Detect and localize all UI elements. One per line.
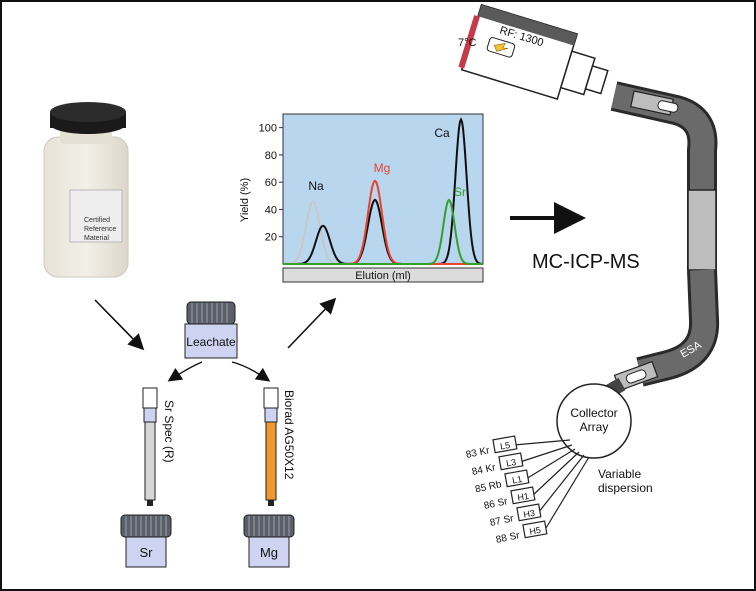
dispersion-label-1: Variable [598, 467, 641, 481]
sr-vial: Sr [120, 514, 172, 568]
chart-ytick-label: 60 [265, 177, 277, 189]
peak-label-sr: Sr [454, 185, 466, 199]
mass-spectrometer: RF: 1300 7°C ESA Collector Array [458, 3, 720, 546]
isotope-label: 88 Sr [495, 530, 521, 546]
ion-source: RF: 1300 [458, 3, 609, 100]
collector-array [556, 383, 632, 459]
reference-bottle: Certified Reference Material [43, 102, 129, 278]
peak-label-mg: Mg [374, 161, 391, 175]
collector-cup: H3 [516, 503, 542, 522]
peak-label-na: Na [308, 179, 324, 193]
chart-ytick-label: 20 [265, 232, 277, 244]
sr-vial-label: Sr [140, 545, 154, 560]
collector-cup: L1 [504, 469, 530, 488]
arrow-bottle-to-leachate [94, 299, 145, 351]
chart-ytick-label: 40 [265, 204, 277, 216]
bottle-label-line-2: Reference [84, 226, 116, 233]
dispersion-label-2: dispersion [598, 481, 653, 495]
instrument-name: MC-ICP-MS [532, 251, 640, 273]
leachate-label: Leachate [186, 335, 236, 349]
chart-xaxis-bar [282, 267, 484, 283]
bottle-label-line-3: Material [84, 235, 109, 242]
biorad-column: Biorad AG50X12 [263, 387, 296, 506]
cup-label: L3 [505, 457, 517, 469]
cup-label: H5 [529, 525, 542, 537]
isotope-label: 84 Kr [471, 462, 497, 478]
chart-xlabel: Elution (ml) [355, 270, 411, 282]
mg-vial: Mg [243, 514, 295, 568]
leachate-vial: Leachate [184, 301, 238, 359]
chart-ytick-label: 80 [265, 150, 277, 162]
peak-label-ca: Ca [434, 126, 450, 140]
isotope-label: 87 Sr [489, 513, 515, 529]
plasma-flame-icon [493, 43, 509, 52]
cup-label: L5 [499, 440, 511, 452]
cup-label: H3 [523, 508, 536, 520]
mg-vial-label: Mg [260, 545, 278, 560]
isotope-label: 86 Sr [483, 496, 509, 512]
biorad-label: Biorad AG50X12 [282, 390, 296, 480]
isotope-label: 83 Kr [465, 445, 491, 461]
collector-cup: L3 [498, 452, 524, 471]
arrow-leachate-to-mg-column [231, 361, 271, 382]
sr-spec-column: Sr Spec (R) [142, 387, 176, 506]
chart-ytick-label: 100 [259, 123, 277, 135]
arrow-leachate-to-sr-column [167, 361, 203, 382]
sr-spec-label: Sr Spec (R) [162, 400, 176, 463]
collector-label-1: Collector [570, 406, 617, 420]
arrow-leachate-to-chart [287, 297, 337, 349]
chart-series-line [283, 198, 483, 265]
elution-chart: 20 40 60 80 100 Elution (ml) Yield (%) Na Mg… [239, 113, 484, 283]
collector-cup: H1 [510, 486, 536, 505]
cup-label: H1 [517, 491, 530, 503]
cup-label: L1 [511, 474, 523, 486]
bottle-label [69, 189, 123, 243]
collector-cup: H5 [522, 520, 548, 539]
collector-label-2: Array [580, 420, 609, 434]
bottle-label-line-1: Certified [84, 217, 110, 224]
chart-series-line [283, 117, 483, 265]
collector-cup: L5 [492, 435, 518, 454]
temperature-label: 7°C [458, 37, 477, 49]
chart-ylabel: Yield (%) [239, 178, 251, 222]
